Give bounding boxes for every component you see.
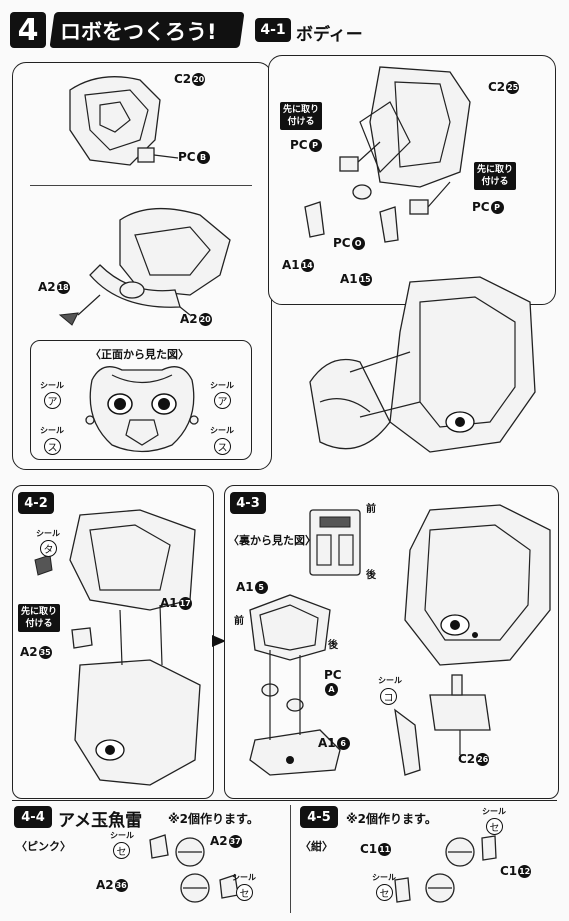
candy-torpedo-drawing (149, 834, 239, 903)
candy-torpedo-title: アメ玉魚雷 (58, 811, 143, 831)
seal-label-4-3: シール (378, 676, 402, 685)
body-top-exploded-drawing (34, 509, 201, 786)
seal-se-4-4-top: セ (113, 840, 130, 859)
seal-label-4-4-top: シール (110, 831, 134, 840)
robot-face-drawing (85, 366, 199, 453)
bottom-divider (290, 805, 291, 913)
seal-label-left-a: シール (40, 381, 64, 390)
hull-underside-exploded-drawing (249, 594, 341, 776)
seal-label-4-4-bottom: シール (232, 873, 256, 882)
seal-a-left: ア (44, 390, 61, 409)
seal-su-right: ス (214, 436, 231, 455)
seal-label-4-5-bottom: シール (372, 873, 396, 882)
step-4-5-tab: 4-5 (300, 806, 338, 828)
navy-torpedo-drawing (394, 835, 497, 903)
divider (30, 185, 252, 186)
body-shell-assembly-drawing (58, 207, 231, 326)
assembled-robot-drawing (404, 504, 551, 666)
front-marker-bottom: 前 (234, 616, 244, 627)
attach-first-note-left: 先に取り 付ける (280, 102, 323, 130)
seal-se-4-5-top: セ (486, 816, 503, 835)
color-pink: 〈ピンク〉 (16, 840, 71, 853)
seal-su-left: ス (44, 436, 61, 455)
step-number: 4 (10, 12, 46, 48)
seal-label-4-2: シール (36, 529, 60, 538)
step-4-3-tab: 4-3 (230, 492, 266, 514)
assembled-body-drawing (309, 276, 536, 453)
make-two-note-4-4: ※2個作ります。 (168, 812, 259, 826)
sub-step-4-1: 4-1 (255, 18, 291, 42)
seal-ta: タ (40, 538, 57, 557)
make-two-note-4-5: ※2個作ります。 (346, 812, 437, 826)
seal-label-left-su: シール (40, 426, 64, 435)
seal-label-right-su: シール (210, 426, 234, 435)
attach-first-note-right: 先に取り 付ける (474, 162, 517, 190)
seal-ko: コ (380, 686, 397, 705)
back-view-part-drawing (309, 509, 361, 576)
back-marker-top: 後 (366, 570, 376, 581)
front-view-caption: 〈正面から見た図〉 (90, 348, 189, 361)
back-marker-bottom: 後 (328, 640, 338, 651)
seal-se-4-4-bottom: セ (236, 882, 253, 901)
attach-first-note-4-2: 先に取り 付ける (18, 604, 61, 632)
sub-step-title: ボディー (296, 25, 363, 45)
step-title: ロボをつくろう! (60, 20, 217, 44)
seal-label-right-a: シール (210, 381, 234, 390)
bottom-rule (12, 800, 557, 801)
seal-label-4-5-top: シール (482, 807, 506, 816)
front-marker-top: 前 (366, 504, 376, 515)
step-4-2-tab: 4-2 (18, 492, 54, 514)
body-frame-exploded-drawing (304, 66, 471, 243)
hatch-part-drawing (394, 674, 491, 776)
color-navy: 〈紺〉 (300, 840, 333, 853)
step-4-4-tab: 4-4 (14, 806, 52, 828)
seal-a-right: ア (214, 390, 231, 409)
back-view-caption: 〈裏から見た図〉 (228, 534, 316, 547)
body-half-drawing (69, 76, 179, 166)
next-arrow-icon (212, 635, 226, 647)
seal-se-4-5-bottom: セ (376, 882, 393, 901)
